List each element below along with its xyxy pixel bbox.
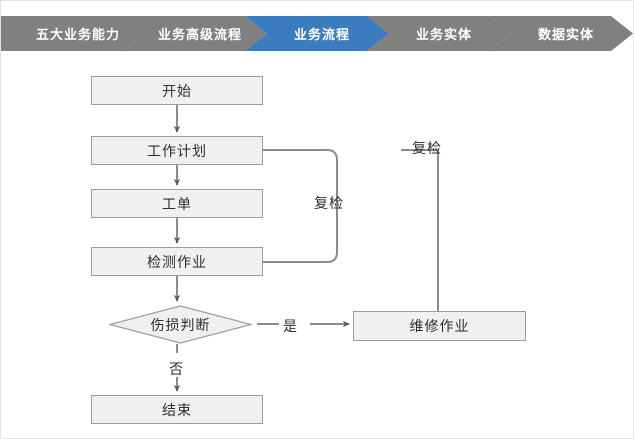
flow-node-end[interactable]: 结束 xyxy=(91,395,263,424)
process-breadcrumb: 五大业务能力 业务高级流程 业务流程 业务实体 数据实体 xyxy=(1,16,633,51)
flow-node-damage-check[interactable]: 伤损判断 xyxy=(109,305,252,344)
flow-node-label: 伤损判断 xyxy=(150,316,211,333)
flow-node-label: 结束 xyxy=(162,401,192,418)
flow-node-label: 开始 xyxy=(162,82,192,99)
edge-label-recheck-outer: 复检 xyxy=(412,140,442,156)
breadcrumb-step-2[interactable]: 业务高级流程 xyxy=(123,16,267,51)
breadcrumb-step-label: 业务高级流程 xyxy=(157,27,242,42)
flow-node-label: 工单 xyxy=(162,195,192,212)
breadcrumb-chevron-shape xyxy=(1,16,145,51)
breadcrumb-step-label: 数据实体 xyxy=(537,27,594,42)
breadcrumb-step-label: 业务实体 xyxy=(415,27,472,42)
edge-label-branch-yes: 是 xyxy=(283,318,298,334)
breadcrumb-step-1[interactable]: 五大业务能力 xyxy=(1,16,145,51)
flow-node-work-order[interactable]: 工单 xyxy=(91,189,263,218)
breadcrumb-chevron-shape xyxy=(367,16,511,51)
flow-node-repair[interactable]: 维修作业 xyxy=(353,311,526,341)
flow-node-inspection[interactable]: 检测作业 xyxy=(91,247,263,276)
breadcrumb-chevron-shape xyxy=(489,16,633,51)
flow-node-label: 维修作业 xyxy=(409,318,470,334)
breadcrumb-step-label: 五大业务能力 xyxy=(35,27,120,42)
edge-label-recheck-inner: 复检 xyxy=(314,195,344,211)
flow-node-label: 工作计划 xyxy=(147,142,207,159)
breadcrumb-step-5[interactable]: 数据实体 xyxy=(489,16,633,51)
flow-node-start[interactable]: 开始 xyxy=(91,76,263,105)
breadcrumb-step-4[interactable]: 业务实体 xyxy=(367,16,511,51)
breadcrumb-step-3[interactable]: 业务流程 xyxy=(245,16,389,51)
edge-label-branch-no: 否 xyxy=(169,361,184,377)
breadcrumb-chevron-shape xyxy=(123,16,267,51)
flow-node-label: 检测作业 xyxy=(147,253,207,270)
breadcrumb-step-label: 业务流程 xyxy=(293,27,350,42)
breadcrumb-chevron-shape xyxy=(245,16,389,51)
decision-diamond-shape xyxy=(109,305,252,344)
edge-recheck-outer xyxy=(401,149,439,311)
flow-node-work-plan[interactable]: 工作计划 xyxy=(91,136,263,165)
